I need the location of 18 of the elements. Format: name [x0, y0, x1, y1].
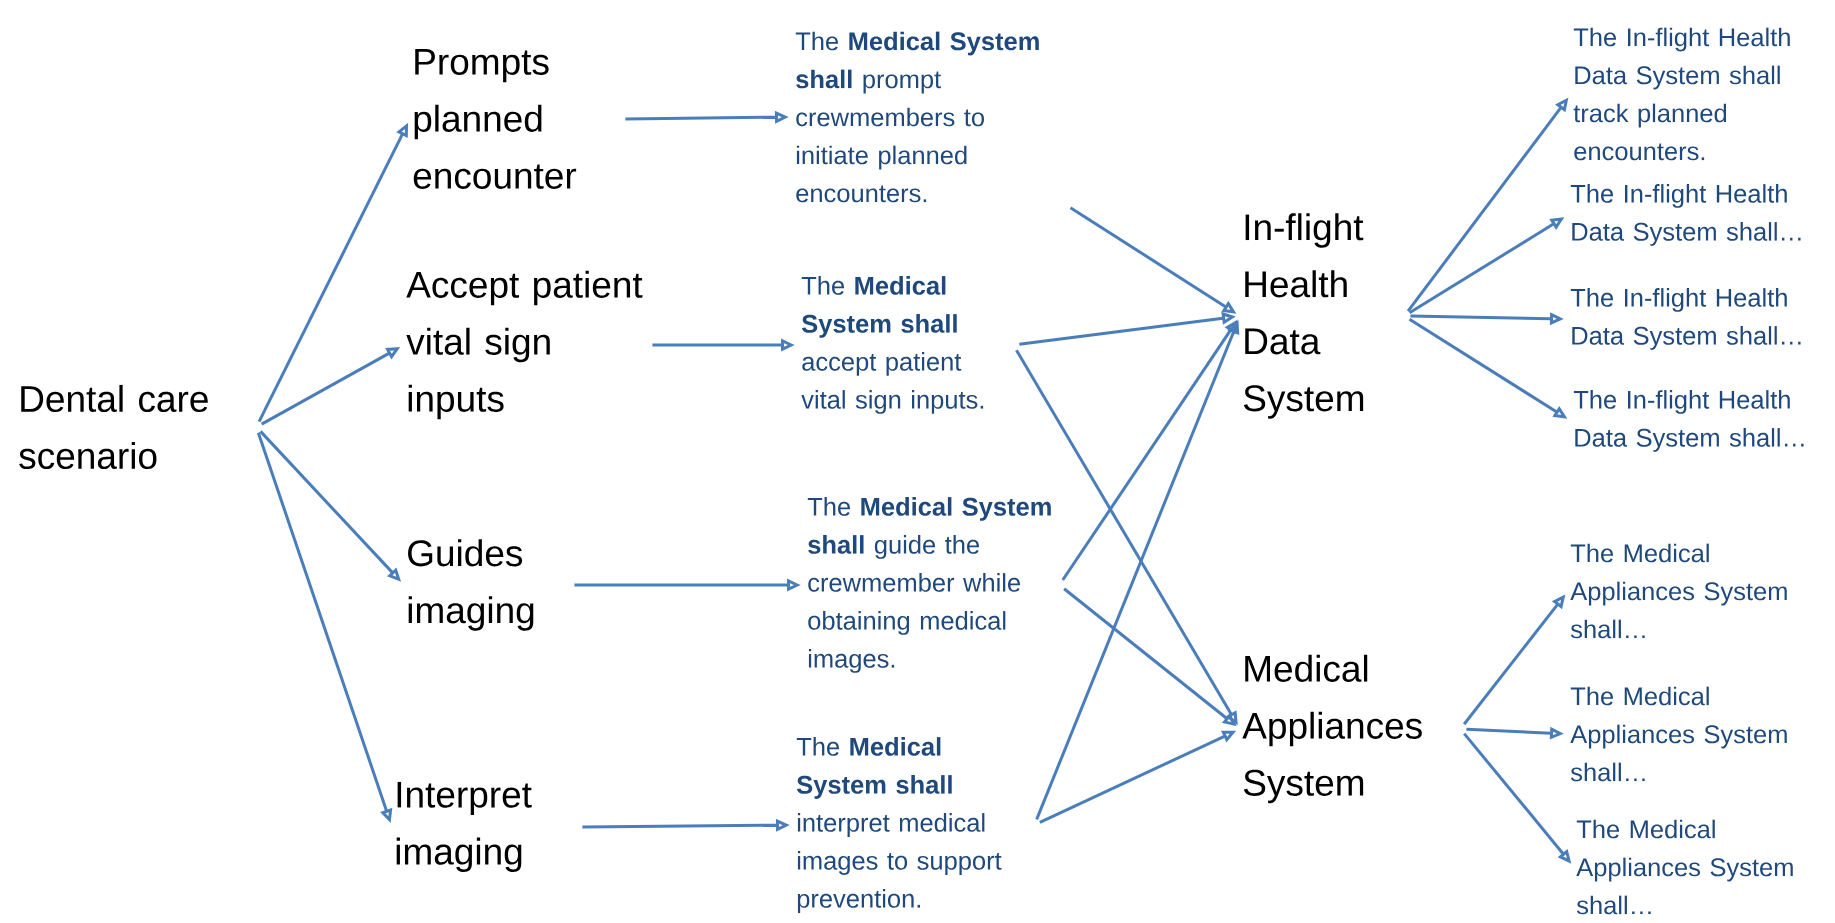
- requirement-text: The In-flight Health Data System shall track planned encounters.: [1573, 27, 1790, 161]
- requirement-text: The In-flight Health Data System shall…: [1570, 184, 1801, 246]
- step-label: Accept patient vital sign inputs: [406, 270, 643, 420]
- requirement-text: The Medical System shall prompt crewmembers to initiate planned encounters.: [795, 31, 1039, 203]
- requirement-text: The Medical System shall interpret medical images to support prevention.: [796, 737, 1002, 913]
- step-label: Interpret imaging: [396, 781, 532, 873]
- requirement-text: The Medical Appliances System shall…: [1570, 543, 1787, 639]
- system-label: In-flight Health Data System: [1243, 213, 1364, 419]
- requirement-text: The In-flight Health Data System shall…: [1573, 390, 1804, 452]
- requirement-text: The Medical System shall guide the crewmember while obtaining medical images.: [807, 497, 1051, 673]
- step-label: Guides imaging: [408, 539, 534, 631]
- requirement-text: The Medical System shall accept patient vital sign inputs.: [801, 276, 984, 414]
- requirement-text: The In-flight Health Data System shall…: [1570, 288, 1801, 350]
- requirement-text: The Medical Appliances System shall…: [1570, 686, 1787, 782]
- requirement-text: The Medical Appliances System shall…: [1576, 819, 1793, 915]
- step-label: Prompts planned encounter: [413, 49, 577, 189]
- scenario-label: Dental care scenario: [19, 384, 208, 470]
- system-label: Medical Appliances System: [1242, 654, 1422, 804]
